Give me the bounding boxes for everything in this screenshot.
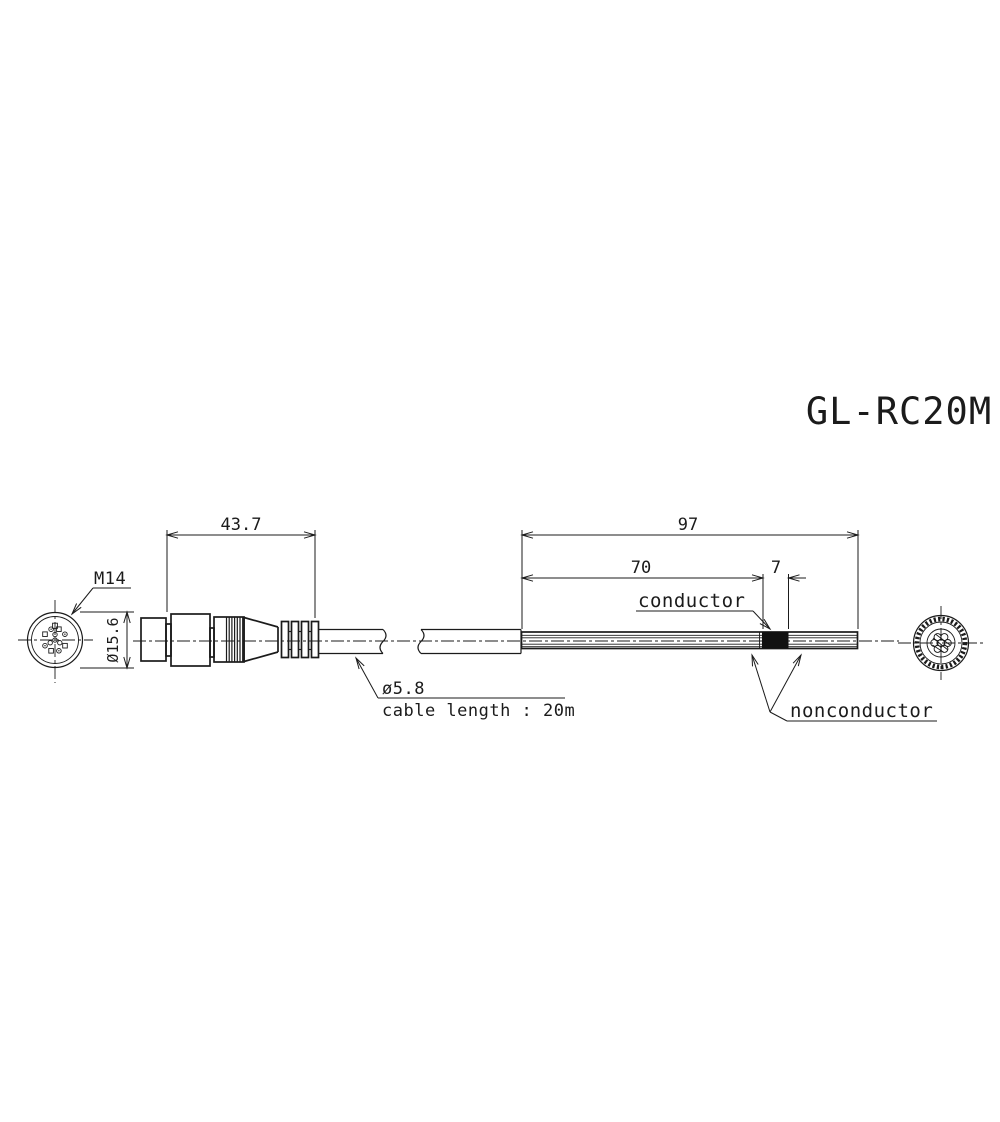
- wire-strands: [930, 633, 952, 653]
- dim-arrow: [165, 531, 179, 539]
- key-slot: [52, 622, 58, 629]
- nonconductor-callout: nonconductor: [751, 653, 937, 722]
- dimensions: 43.7 97 70 7: [165, 515, 860, 629]
- dim-connector-length: 43.7: [165, 515, 317, 618]
- jacket-outline: [912, 614, 970, 672]
- break-line: [417, 629, 425, 654]
- strain-relief-taper: [243, 616, 279, 663]
- dim-conductor-length: 7: [762, 558, 806, 629]
- nonconductor-label: nonconductor: [790, 700, 933, 722]
- connector-side: [140, 613, 320, 667]
- dim-text-70: 70: [631, 558, 651, 578]
- side-view: [133, 613, 899, 667]
- knurl-lines: [225, 617, 244, 662]
- shield-ring: [914, 616, 968, 670]
- dim-text-7: 7: [771, 558, 781, 578]
- connector-tip: [140, 617, 167, 662]
- model-number: GL-RC20M: [806, 390, 992, 433]
- dim-arrow-up: [123, 610, 131, 624]
- cable-diameter-label: ø5.8: [382, 679, 425, 699]
- cable-cross-section: [898, 606, 986, 680]
- leader-arrow: [355, 656, 365, 670]
- dim-arrow-down: [123, 656, 131, 670]
- conductor-band: [762, 632, 789, 649]
- cable-length-label: cable length : 20m: [382, 701, 575, 721]
- thread-callout: M14: [70, 569, 131, 616]
- break-line: [379, 629, 387, 654]
- connector-pins: [42, 626, 68, 654]
- cable: [318, 628, 522, 655]
- cable-callout: ø5.8 cable length : 20m: [355, 656, 575, 721]
- bellows: [280, 620, 320, 659]
- dim-stripped-total: 97: [520, 515, 860, 629]
- coupling-nut: [170, 613, 211, 667]
- dim-text-43-7: 43.7: [221, 515, 262, 535]
- leader-arrow: [751, 653, 759, 667]
- leader-arrow: [792, 653, 802, 667]
- dim-arrow: [786, 574, 800, 582]
- leader-arrow: [70, 603, 82, 616]
- diameter-label: Ø15.6: [104, 617, 122, 662]
- thread-label: M14: [94, 569, 126, 589]
- dim-to-conductor: 70: [520, 558, 765, 582]
- diameter-dimension: Ø15.6: [80, 610, 134, 670]
- dim-text-97: 97: [678, 515, 698, 535]
- dim-arrow: [520, 574, 534, 582]
- dim-arrow: [303, 531, 317, 539]
- stripped-wire: [520, 631, 859, 650]
- dim-arrow: [846, 531, 860, 539]
- left-end-view: M14 Ø15.6: [18, 569, 134, 683]
- annotations: conductor nonconductor ø5.8 cable length…: [355, 590, 937, 722]
- leader-arrow: [759, 618, 772, 631]
- conductor-callout: conductor: [636, 590, 772, 631]
- dim-arrow: [520, 531, 534, 539]
- conductor-label: conductor: [638, 590, 745, 612]
